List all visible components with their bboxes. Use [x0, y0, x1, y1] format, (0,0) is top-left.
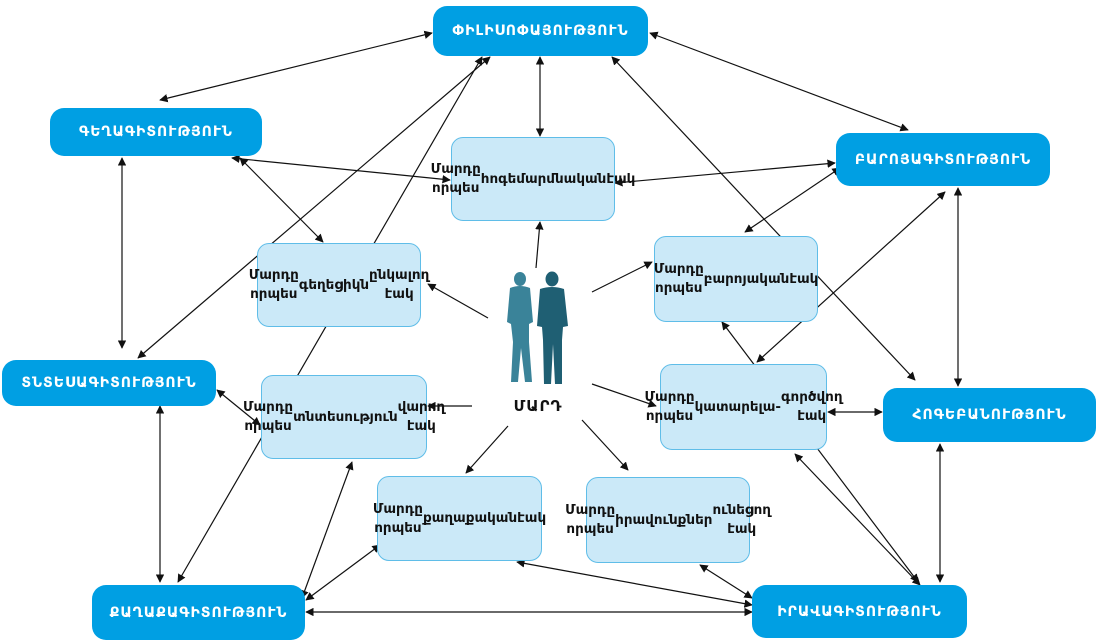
- arrow-role-legal-law: [699, 564, 753, 599]
- arrow-role-economic-politics: [300, 461, 354, 599]
- role-aesthetic-line-2: գեղեցիկն: [298, 276, 370, 293]
- arrow-center-role-active: [591, 383, 657, 408]
- role-economic-line-2: տնտեսություն: [293, 408, 398, 425]
- discipline-ethics: ԲԱՐՈՅԱԳԻՏՈՒԹՅՈՒՆ: [836, 133, 1050, 186]
- arrow-role-active-law: [794, 453, 921, 586]
- role-political: Մարդը որպես քաղաքական էակ: [373, 476, 546, 561]
- role-political-line-2: քաղաքական: [422, 510, 518, 526]
- center-label: ՄԱՐԴ: [513, 397, 563, 415]
- role-moral-line-2: բարոյական: [703, 270, 790, 287]
- role-moral: Մարդը որպես բարոյական էակ: [654, 236, 818, 322]
- arrow-role-moral-law: [721, 321, 919, 583]
- discipline-genetics: ԳԵՂԱԳԻՏՈՒԹՅՈՒՆ: [50, 108, 262, 156]
- role-spiritual-line-2: հոգեմարմնական: [480, 170, 607, 187]
- arrow-role-spiritual-ethics: [614, 159, 836, 187]
- arrow-center-role-political: [465, 425, 509, 474]
- arrow-economics-role-economic: [216, 389, 261, 426]
- discipline-philosophy: ՓԻԼԻՍՈՓԱՅՈՒԹՅՈՒՆ: [433, 6, 648, 56]
- role-active: Մարդը որպես կատարելա- գործվող էակ: [645, 364, 843, 450]
- arrow-center-role-aesthetic: [427, 283, 489, 319]
- role-aesthetic-line-1: Մարդը որպես: [248, 267, 299, 302]
- arrow-philosophy-ethics: [649, 31, 909, 132]
- role-economic-line-3: վարող էակ: [397, 399, 446, 434]
- role-spiritual-line-3: էակ: [606, 170, 636, 187]
- role-economic: Մարդը որպես տնտեսություն վարող էակ: [243, 375, 445, 459]
- role-spiritual: Մարդը որպես հոգեմարմնական էակ: [431, 137, 635, 221]
- role-moral-line-1: Մարդը որպես: [653, 261, 704, 296]
- role-spiritual-line-1: Մարդը որպես: [430, 161, 481, 196]
- role-legal-line-1: Մարդը որպես: [565, 502, 616, 537]
- arrow-center-role-moral: [591, 261, 653, 293]
- discipline-economics: ՏՆՏԵՍԱԳԻՏՈՒԹՅՈՒՆ: [2, 360, 216, 406]
- role-active-line-2: կատարելա-: [694, 398, 782, 415]
- arrow-center-role-spiritual: [535, 221, 544, 269]
- discipline-psychology: ՀՈԳԵԲԱՆՈՒԹՅՈՒՆ: [883, 388, 1096, 442]
- role-aesthetic-line-3: ընկալող էակ: [369, 267, 430, 302]
- arrow-role-political-law: [516, 559, 753, 608]
- role-moral-line-3: էակ: [789, 270, 819, 287]
- role-legal-line-2: իրավունքներ: [615, 511, 713, 528]
- role-legal: Մարդը որպես իրավունքներ ունեցող էակ: [565, 477, 771, 563]
- two-people-silhouette-icon: [507, 271, 568, 384]
- role-political-line-3: էակ: [517, 510, 547, 526]
- arrow-center-role-legal: [581, 419, 629, 471]
- arrow-philosophy-genetics: [159, 30, 433, 103]
- arrow-genetics-role-aesthetic: [239, 157, 324, 243]
- role-active-line-3: գործվող էակ: [781, 389, 843, 424]
- arrow-philosophy-psychology: [611, 56, 916, 381]
- discipline-law: ԻՐԱՎԱԳԻՏՈՒԹՅՈՒՆ: [752, 585, 967, 638]
- arrow-politics-role-political: [305, 544, 381, 601]
- role-aesthetic: Մարդը որպես գեղեցիկն ընկալող էակ: [249, 243, 429, 327]
- role-legal-line-3: ունեցող էակ: [712, 502, 771, 537]
- role-active-line-1: Մարդը որպես: [644, 389, 695, 424]
- arrow-ethics-role-moral: [744, 167, 841, 233]
- role-economic-line-1: Մարդը որպես: [242, 399, 294, 434]
- discipline-politics: ՔԱՂԱՔԱԳԻՏՈՒԹՅՈՒՆ: [92, 585, 305, 640]
- role-political-line-1: Մարդը որպես: [372, 500, 423, 536]
